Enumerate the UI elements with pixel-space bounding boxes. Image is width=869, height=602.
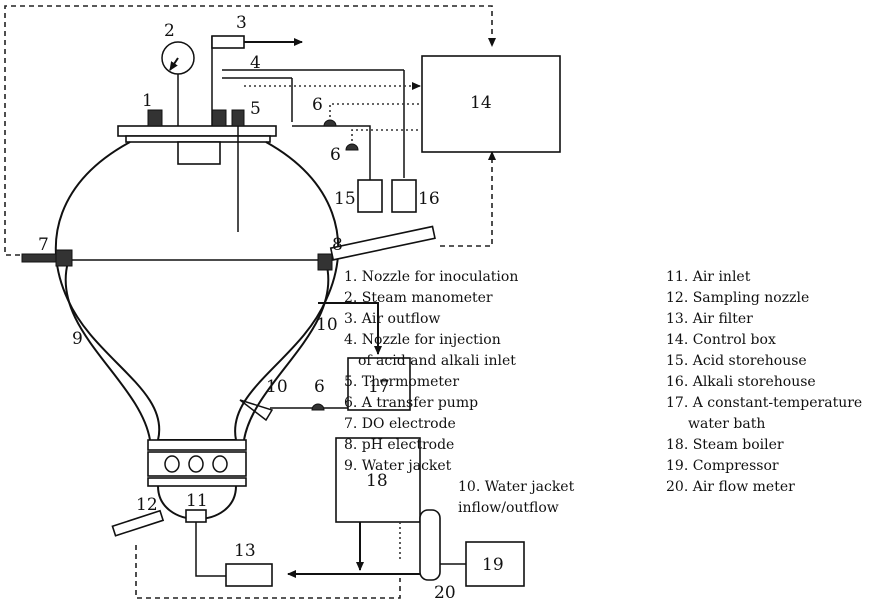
signal-line-ph — [440, 151, 496, 247]
legend-item: 3. Air outflow — [344, 311, 440, 327]
signal-line-pump2 — [351, 129, 420, 146]
bottom-flange — [147, 439, 247, 451]
air-outflow-fitting — [211, 35, 245, 49]
water-jacket — [64, 261, 330, 441]
vessel-flange — [117, 125, 277, 137]
pump-icon — [323, 119, 337, 127]
inoculation-nozzle — [147, 109, 163, 127]
label-12: 12 — [136, 495, 158, 515]
label-13: 13 — [234, 541, 256, 561]
steam-boiler — [335, 437, 421, 523]
label-18: 18 — [366, 471, 388, 491]
label-4: 4 — [250, 53, 261, 73]
lid-port — [177, 141, 221, 165]
air-filter — [225, 563, 273, 587]
label-8: 8 — [332, 235, 343, 255]
legend-item: 1. Nozzle for inoculation — [344, 269, 518, 285]
legend-item: 6. A transfer pump — [344, 395, 478, 411]
injection-nozzle — [211, 109, 227, 127]
sight-window-1 — [164, 455, 180, 473]
legend-item: 2. Steam manometer — [344, 290, 493, 306]
legend-item: 10. Water jacket — [458, 479, 575, 495]
legend-item: 12. Sampling nozzle — [666, 290, 809, 306]
legend-right: 11. Air inlet 12. Sampling nozzle 13. Ai… — [666, 269, 862, 495]
label-9: 9 — [72, 329, 83, 349]
label-17: 17 — [368, 377, 390, 397]
label-6b: 6 — [330, 145, 341, 165]
label-2: 2 — [164, 21, 175, 41]
legend-item: 5. Thermometer — [344, 374, 459, 390]
legend-item: 7. DO electrode — [344, 416, 456, 432]
sampling-loop — [135, 545, 401, 599]
legend-item: 11. Air inlet — [666, 269, 751, 285]
label-5: 5 — [250, 99, 261, 119]
thermometer-head — [231, 109, 245, 127]
legend-left: 1. Nozzle for inoculation 2. Steam manom… — [344, 269, 575, 516]
label-3: 3 — [236, 13, 247, 33]
vessel-body — [54, 141, 340, 441]
label-10: 10 — [316, 315, 338, 335]
legend-item: water bath — [688, 416, 765, 432]
legend-item: of acid and alkali inlet — [358, 353, 516, 369]
air-inlet — [185, 509, 207, 523]
label-15: 15 — [334, 189, 356, 209]
signal-line-pump — [329, 103, 420, 122]
label-20: 20 — [434, 583, 456, 602]
legend-item: 19. Compressor — [666, 458, 779, 474]
water-bath — [347, 357, 411, 411]
legend-item: 4. Nozzle for injection — [344, 332, 501, 348]
ph-electrode-mount — [317, 253, 333, 271]
pump-icon — [311, 403, 325, 411]
air-inlet-pipe — [195, 520, 226, 577]
legend-item: 18. Steam boiler — [666, 437, 784, 453]
label-19: 19 — [482, 555, 504, 575]
jacket-inlet — [239, 399, 274, 422]
air-flow-meter — [419, 509, 441, 581]
do-electrode-mount — [55, 249, 73, 267]
label-16: 16 — [418, 189, 440, 209]
label-14: 14 — [470, 93, 492, 113]
label-1: 1 — [142, 91, 153, 111]
label-11: 11 — [186, 491, 208, 511]
legend-item: 8. pH electrode — [344, 437, 454, 453]
label-10b: 10 — [266, 377, 288, 397]
legend-item: 15. Acid storehouse — [666, 353, 807, 369]
do-electrode — [21, 253, 59, 263]
alkali-tank — [391, 179, 417, 213]
legend-item: 13. Air filter — [666, 311, 753, 327]
vessel-flange-lower — [125, 135, 271, 143]
sight-window-3 — [212, 455, 228, 473]
signal-line-top — [4, 5, 496, 256]
legend-item: inflow/outflow — [458, 500, 559, 516]
legend-item: 9. Water jacket — [344, 458, 452, 474]
label-6c: 6 — [314, 377, 325, 397]
legend-item: 14. Control box — [666, 332, 776, 348]
manometer-needle — [169, 57, 179, 71]
acid-tank — [357, 179, 383, 213]
ph-electrode — [329, 225, 436, 261]
jacket-outflow — [318, 302, 382, 355]
acid-line-to-tank — [292, 125, 371, 180]
pump-icon — [345, 143, 359, 151]
label-7: 7 — [38, 235, 49, 255]
legend-item: 20. Air flow meter — [666, 479, 795, 495]
bottom-flange-2 — [147, 477, 247, 487]
control-box — [421, 55, 561, 153]
legend-item: 17. A constant-temperature — [666, 395, 862, 411]
sight-window-2 — [188, 455, 204, 473]
label-6: 6 — [312, 95, 323, 115]
sampling-nozzle — [111, 509, 165, 537]
legend-item: 16. Alkali storehouse — [666, 374, 816, 390]
